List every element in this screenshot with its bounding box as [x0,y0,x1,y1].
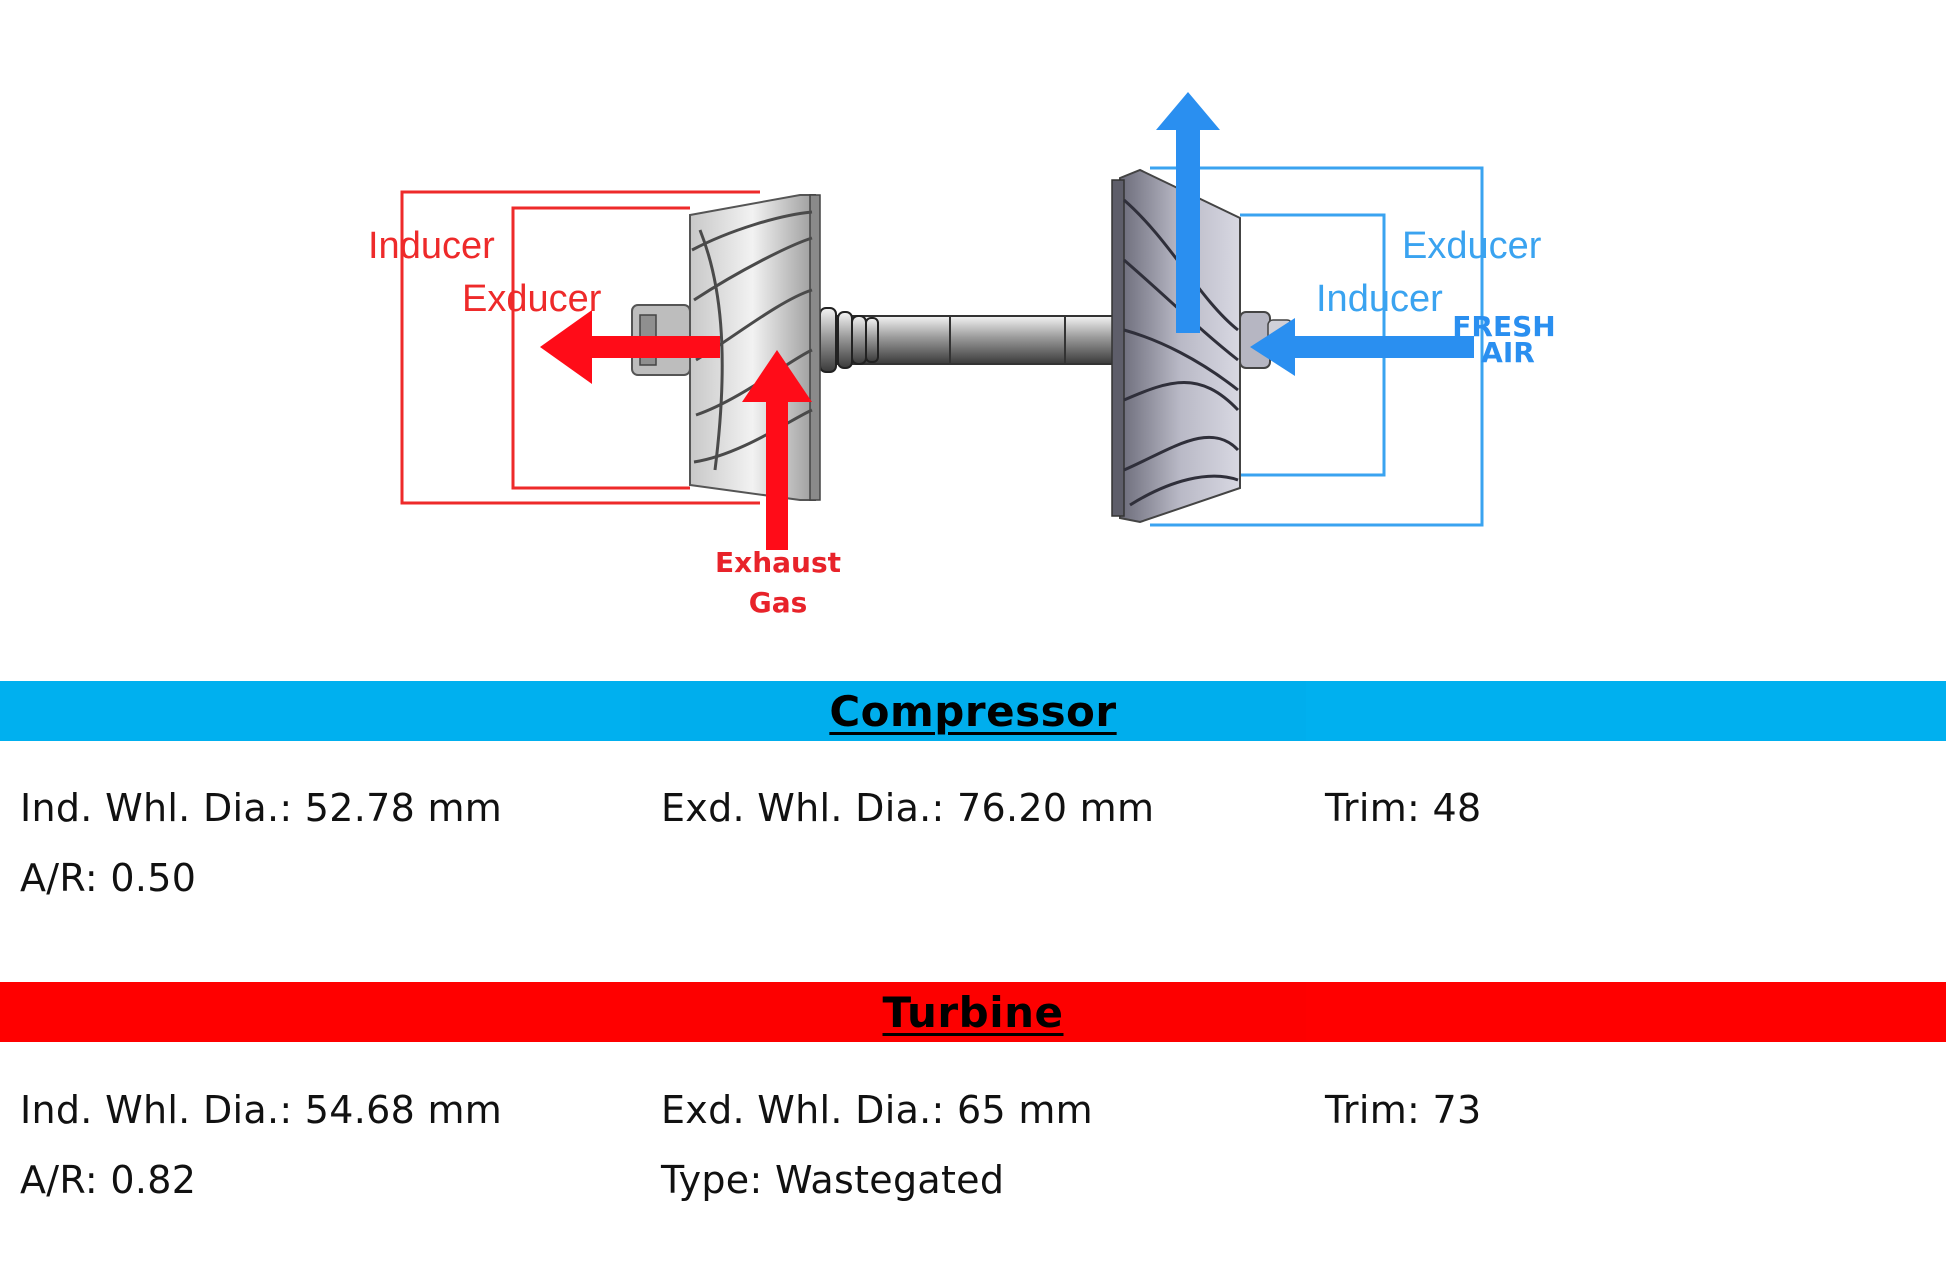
fresh-air-label-line2: AIR [1481,336,1535,369]
compressor-ar: A/R: 0.50 [20,856,197,900]
compressor-ind-whl-dia: Ind. Whl. Dia.: 52.78 mm [20,786,503,830]
turbine-ar: A/R: 0.82 [20,1158,197,1202]
fresh-air-inlet-arrow [1250,318,1474,376]
compressor-band-left [0,681,640,741]
compressor-inducer-label: Inducer [1316,278,1443,320]
compressor-trim: Trim: 48 [1325,786,1482,830]
turbine-trim: Trim: 73 [1325,1088,1482,1132]
compressor-wheel [1111,168,1293,524]
turbine-header-band: Turbine [0,982,1946,1042]
compressor-title: Compressor [829,686,1117,736]
turbine-inducer-outline [400,190,760,505]
turbine-exducer-label: Exducer [462,278,602,320]
compressor-band-center: Compressor [640,681,1306,741]
exhaust-gas-inlet-arrow [742,350,812,550]
turbine-type: Type: Wastegated [661,1158,1005,1202]
turbine-band-center: Turbine [640,982,1306,1042]
turbine-exducer-outline [511,206,690,490]
turbine-inducer-label: Inducer [368,225,495,267]
turbine-band-left [0,982,640,1042]
compressor-outlet-arrow [1156,92,1220,333]
turbine-exd-whl-dia: Exd. Whl. Dia.: 65 mm [661,1088,1093,1132]
compressor-exd-whl-dia: Exd. Whl. Dia.: 76.20 mm [661,786,1155,830]
exhaust-gas-label-line1: Exhaust [715,546,841,579]
turbine-exhaust-exit-arrow [540,310,720,384]
compressor-band-right [1306,681,1946,741]
turbo-rotor-diagram: Inducer Exducer Exhaust Gas Exducer Indu… [368,92,1556,619]
compressor-exducer-outline [1150,166,1484,527]
turbine-band-right [1306,982,1946,1042]
compressor-header-band: Compressor [0,681,1946,741]
compressor-exducer-label: Exducer [1402,225,1542,267]
turbine-title: Turbine [882,987,1064,1037]
rotor-shaft [814,307,1116,373]
turbine-ind-whl-dia: Ind. Whl. Dia.: 54.68 mm [20,1088,503,1132]
fresh-air-label-line1: FRESH [1452,310,1555,343]
exhaust-gas-label-line2: Gas [749,586,808,619]
